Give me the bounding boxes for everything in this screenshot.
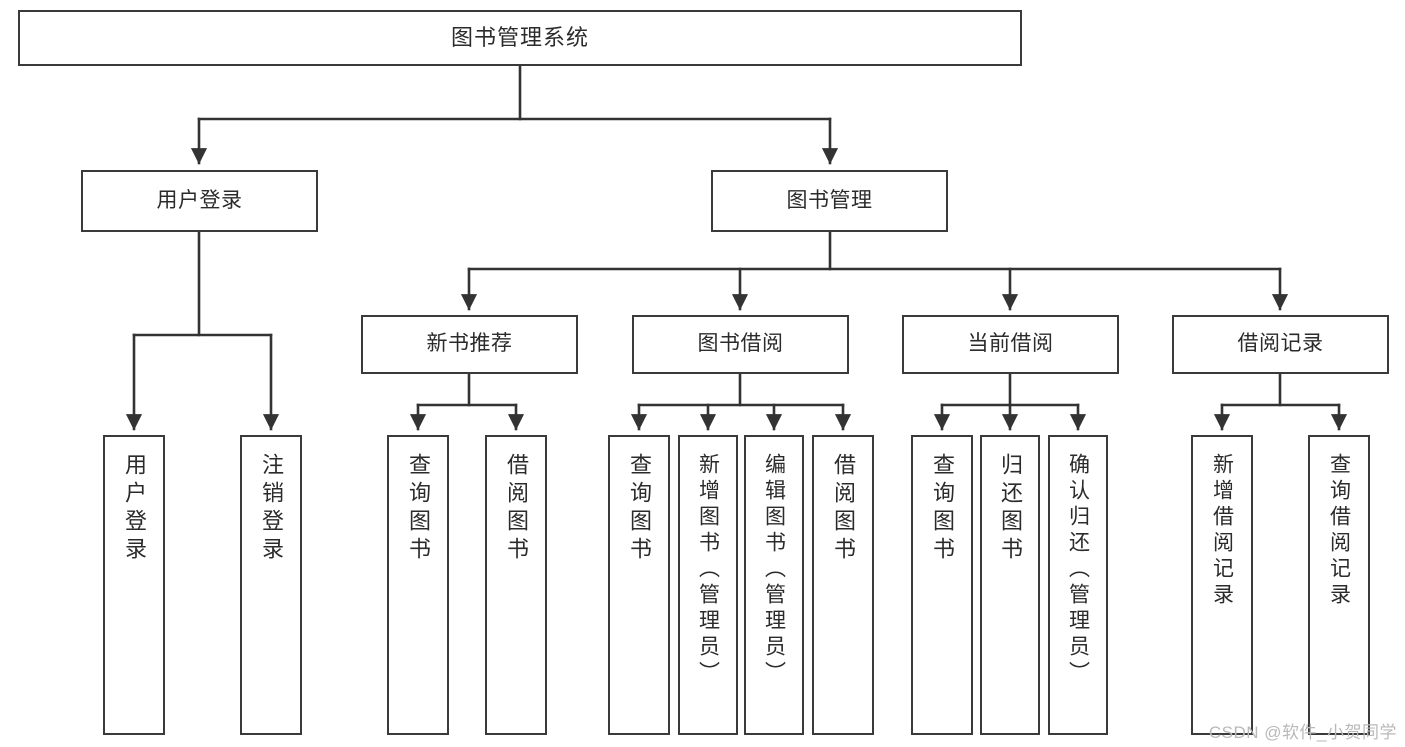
node-book-manage-label: 图书管理 [786,188,873,212]
node-leaf-confirm-return-label: 确认归还（管理员） [1066,453,1090,687]
node-borrow-record[interactable]: 借阅记录 [1172,315,1389,374]
node-root[interactable]: 图书管理系统 [18,10,1022,66]
node-leaf-query-record[interactable]: 查询借阅记录 [1308,435,1370,735]
node-leaf-query-record-label: 查询借阅记录 [1327,453,1351,609]
node-leaf-borrow-book-1[interactable]: 借阅图书 [485,435,547,735]
node-leaf-borrow-book-2-label: 借阅图书 [831,453,856,565]
node-leaf-query-book-3[interactable]: 查询图书 [911,435,973,735]
node-new-book-rec[interactable]: 新书推荐 [361,315,578,374]
node-leaf-borrow-book-1-label: 借阅图书 [504,453,529,565]
node-leaf-user-login-label: 用户登录 [122,453,147,565]
node-leaf-return-book[interactable]: 归还图书 [980,435,1040,735]
node-leaf-confirm-return[interactable]: 确认归还（管理员） [1048,435,1108,735]
node-leaf-add-book-label: 新增图书（管理员） [696,453,720,687]
node-leaf-logout[interactable]: 注销登录 [240,435,302,735]
node-leaf-user-login[interactable]: 用户登录 [103,435,165,735]
node-leaf-add-record-label: 新增借阅记录 [1210,453,1234,609]
node-leaf-query-book-1[interactable]: 查询图书 [387,435,449,735]
node-user-login-label: 用户登录 [156,188,243,212]
node-borrow-record-label: 借阅记录 [1237,332,1324,356]
node-leaf-logout-label: 注销登录 [259,453,284,565]
node-leaf-add-book[interactable]: 新增图书（管理员） [678,435,738,735]
node-book-borrow-label: 图书借阅 [697,332,784,356]
node-book-borrow[interactable]: 图书借阅 [632,315,849,374]
node-current-borrow-label: 当前借阅 [967,332,1054,356]
node-leaf-edit-book-label: 编辑图书（管理员） [762,453,786,687]
node-leaf-return-book-label: 归还图书 [998,453,1023,565]
node-current-borrow[interactable]: 当前借阅 [902,315,1119,374]
node-root-label: 图书管理系统 [450,25,589,51]
node-leaf-query-book-2-label: 查询图书 [627,453,652,565]
node-leaf-borrow-book-2[interactable]: 借阅图书 [812,435,874,735]
node-new-book-rec-label: 新书推荐 [426,332,513,356]
node-book-manage[interactable]: 图书管理 [711,170,948,232]
node-leaf-edit-book[interactable]: 编辑图书（管理员） [744,435,804,735]
node-leaf-add-record[interactable]: 新增借阅记录 [1191,435,1253,735]
node-user-login[interactable]: 用户登录 [81,170,318,232]
node-leaf-query-book-2[interactable]: 查询图书 [608,435,670,735]
node-leaf-query-book-3-label: 查询图书 [930,453,955,565]
node-leaf-query-book-1-label: 查询图书 [406,453,431,565]
csdn-watermark: CSDN @软件_小贺同学 [1208,723,1397,742]
